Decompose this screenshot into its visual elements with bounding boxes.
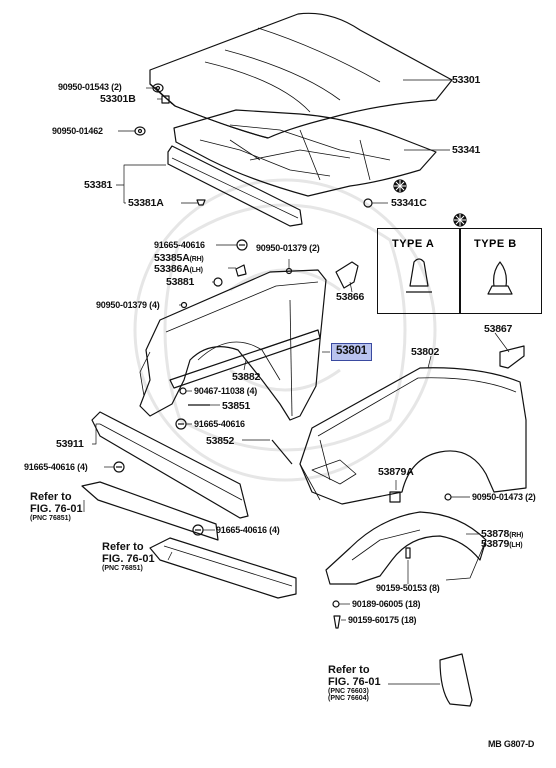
mud-flap (439, 653, 473, 707)
part-label-53882: 53882 (232, 371, 261, 383)
part-label-53852: 53852 (206, 435, 235, 447)
hood-panel (149, 12, 453, 139)
clip-53381A (196, 199, 206, 206)
part-label-53866: 53866 (336, 291, 365, 303)
part-label-53301B: 53301B (100, 93, 136, 105)
part-number: 53386A (154, 263, 190, 275)
part-label-90159-60175: 90159-60175 (18) (348, 615, 417, 625)
part-number: 53878 (481, 528, 510, 540)
type-box-divider (459, 229, 461, 313)
front-apron-53911 (91, 411, 249, 519)
part-label-90950-01543: 90950-01543 (2) (58, 82, 122, 92)
part-label-91665-40616-b: 91665-40616 (194, 419, 245, 429)
refer-to-note-2: Refer to FIG. 76-01 (PNC 76851) (102, 541, 155, 573)
front-fender-53802 (299, 367, 527, 505)
side-rh: (RH) (509, 532, 524, 539)
fender-liner (325, 511, 487, 585)
part-label-90950-01462: 90950-01462 (52, 126, 103, 136)
front-spoiler (81, 481, 297, 599)
refer-fig: FIG. 76-01 (102, 552, 155, 565)
refer-line: Refer to (102, 541, 144, 553)
part-number: 53385A (154, 252, 190, 264)
part-label-53802: 53802 (411, 346, 440, 358)
part-label-91665-40616-4b: 91665-40616 (4) (216, 525, 280, 535)
clip-type-legend-box: TYPE A TYPE B (377, 228, 542, 314)
part-label-53301: 53301 (452, 74, 481, 86)
refer-to-note-1: Refer to FIG. 76-01 (PNC 76851) (30, 491, 83, 523)
part-label-53911: 53911 (56, 438, 84, 450)
part-label-53867: 53867 (484, 323, 513, 335)
part-label-91665-40616-4a: 91665-40616 (4) (24, 462, 88, 472)
rod-53852 (271, 439, 293, 465)
side-rh: (RH) (189, 256, 204, 263)
fender-liner-53801 (169, 329, 321, 389)
part-label-53381A: 53381A (128, 197, 164, 209)
refer-fig: FIG. 76-01 (328, 675, 381, 688)
side-lh: (LH) (189, 267, 203, 274)
part-label-53881: 53881 (166, 276, 195, 288)
bracket-53866 (335, 261, 359, 289)
clip-symbol (393, 179, 467, 227)
fender-apron-inner (139, 269, 327, 421)
part-label-53879: 53879(LH) (481, 538, 523, 550)
part-label-53381: 53381 (84, 179, 113, 191)
part-label-53801-highlighted[interactable]: 53801 (331, 343, 372, 361)
part-label-53385A: 53385A(RH) (154, 253, 204, 264)
part-label-53386A: 53386A(LH) (154, 264, 203, 275)
refer-to-note-3: Refer to FIG. 76-01 (PNC 76603) (PNC 766… (328, 664, 381, 703)
type-b-clip (487, 261, 513, 295)
clip-90950-01462 (134, 126, 146, 136)
part-label-90950-01379-4: 90950-01379 (4) (96, 300, 160, 310)
refer-pnc: (PNC 76851) (102, 565, 143, 573)
type-a-clip (406, 258, 432, 293)
hood-insulator (173, 109, 437, 197)
refer-pnc: (PNC 76604) (328, 695, 369, 703)
clip-53301B (161, 95, 170, 104)
bracket-53867 (499, 345, 525, 369)
side-lh: (LH) (509, 542, 523, 549)
part-label-90189-06005: 90189-06005 (18) (352, 599, 421, 609)
part-label-90950-01473: 90950-01473 (2) (472, 492, 536, 502)
part-label-53341C: 53341C (391, 197, 427, 209)
watermark-emblem (133, 178, 437, 482)
refer-pnc: (PNC 76851) (30, 515, 71, 523)
diagram-code: MB G807-D (488, 739, 535, 749)
part-label-53341: 53341 (452, 144, 481, 156)
part-label-90159-50153: 90159-50153 (8) (376, 583, 440, 593)
part-number: 53879 (481, 538, 510, 550)
type-b-label: TYPE B (474, 238, 517, 250)
part-label-53878: 53878(RH) (481, 529, 523, 540)
part-label-90467-11038: 90467-11038 (4) (194, 386, 258, 396)
type-a-label: TYPE A (392, 238, 435, 250)
refer-fig: FIG. 76-01 (30, 502, 83, 515)
part-label-53879A: 53879A (378, 466, 414, 478)
part-label-53851: 53851 (222, 400, 251, 412)
refer-pnc: (PNC 76603) (328, 688, 369, 696)
refer-line: Refer to (328, 664, 370, 676)
leader-lines (83, 79, 510, 685)
hood-seal-strip (167, 145, 303, 227)
part-label-91665-40616: 91665-40616 (154, 240, 205, 250)
refer-line: Refer to (30, 491, 72, 503)
part-label-90950-01379-2: 90950-01379 (2) (256, 243, 320, 253)
